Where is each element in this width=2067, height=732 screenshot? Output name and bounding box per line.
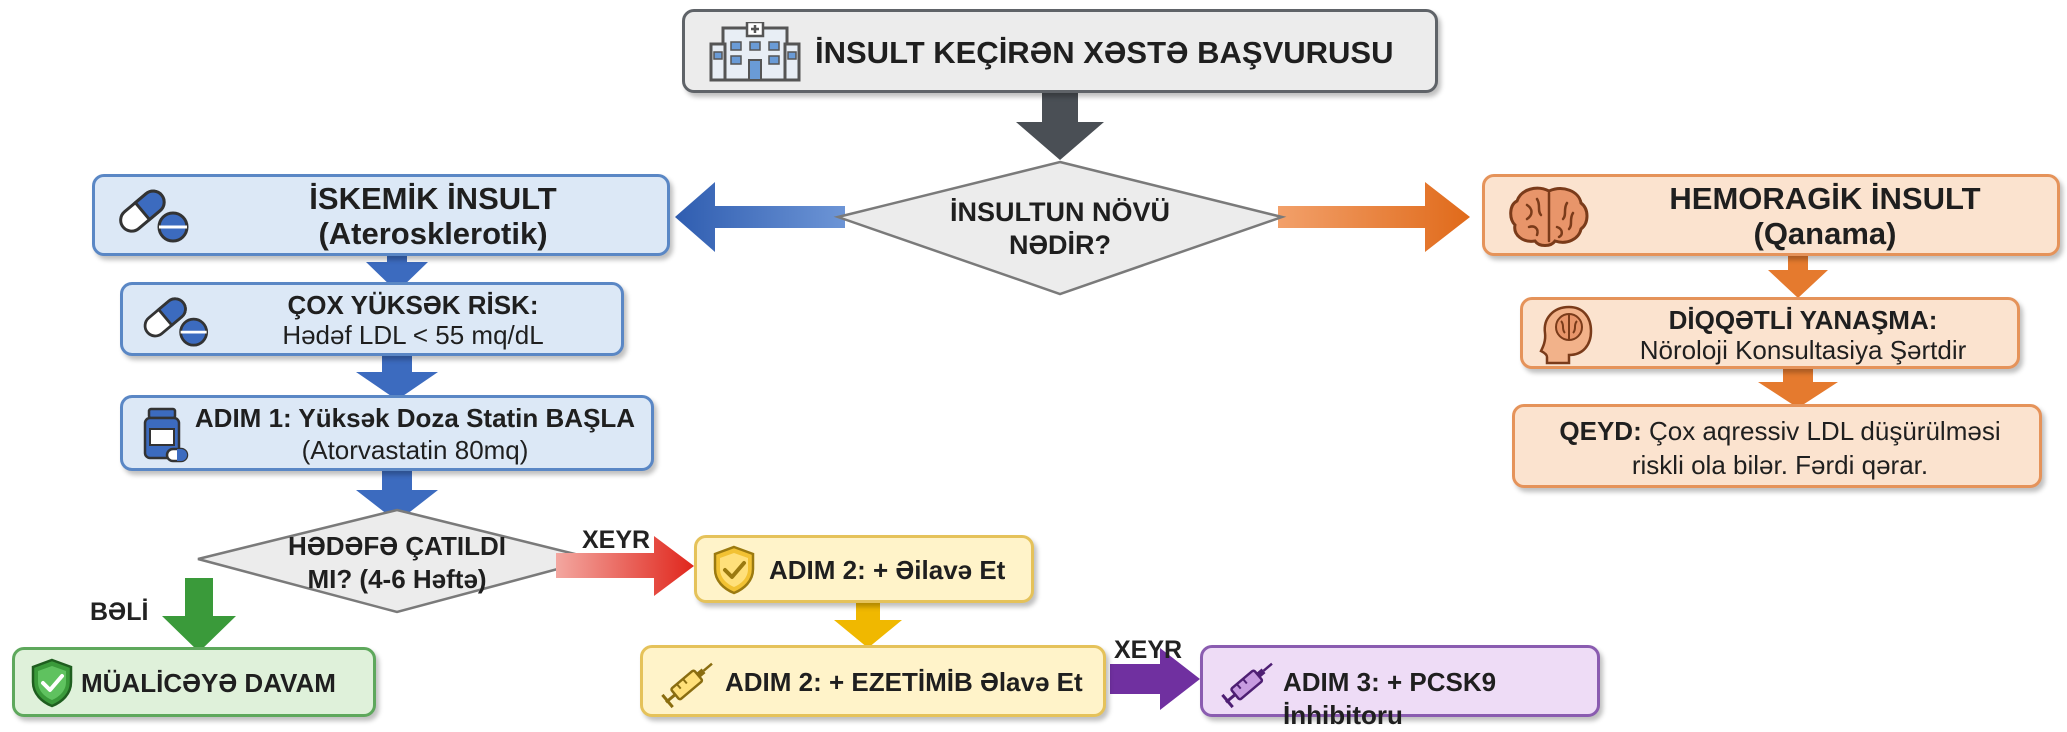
start-title: İNSULT KEÇİRƏN XƏSTƏ BAŞVURUSU — [815, 35, 1394, 70]
shield-check-icon — [713, 545, 755, 595]
arrow-ezetimibe-no — [1110, 648, 1200, 710]
step3-title: ADIM 3: + PCSK9 İnhibitoru — [1283, 667, 1497, 730]
arrow-ischemic-to-risk — [366, 242, 428, 292]
step3-box: ADIM 3: + PCSK9 İnhibitoru — [1200, 645, 1600, 730]
pills-icon — [119, 189, 189, 243]
label-no-1: XEYR — [582, 526, 651, 554]
decision-type-diamond — [833, 160, 1287, 296]
arrow-step1-to-goal — [356, 468, 438, 522]
risk-box: ÇOX YÜKSƏK RİSK: Hədəf LDL < 55 mq/dL — [120, 282, 624, 356]
step2-add-title: ADIM 2: + Əilavə Et — [769, 555, 1006, 585]
continue-title: MÜALİCƏYƏ DAVAM — [81, 668, 336, 698]
label-yes: BƏLİ — [90, 598, 149, 626]
note-line2: riskli ola bilər. Fərdi qərar. — [1631, 450, 1929, 480]
hemorrhagic-subtitle: (Qanama) — [1753, 216, 1897, 251]
careful-box: DİQQƏTLİ YANAŞMA: Nöroloji Konsultasiya … — [1520, 297, 2020, 369]
note-box: QEYD: Çox aqressiv LDL düşürülməsi riskl… — [1512, 404, 2042, 488]
step1-title: ADIM 1: Yüksək Doza Statin BAŞLA — [194, 403, 636, 433]
step2-ezetimibe-box: ADIM 2: + EZETİMİB Əlavə Et — [640, 645, 1106, 717]
arrow-goal-yes — [162, 578, 236, 652]
ischemic-box: İSKEMİK İNSULT (Aterosklerotik) — [92, 174, 670, 256]
step1-text: (Atorvastatin 80mq) — [301, 435, 529, 465]
hemorrhagic-title: HEMORAGİK İNSULT — [1669, 181, 1981, 216]
step2-add-box: ADIM 2: + Əilavə Et — [694, 535, 1034, 603]
decision-goal-line1: HƏDƏFƏ ÇATILDI — [288, 531, 506, 561]
syringe-icon — [1221, 662, 1273, 709]
decision-type-line1: İNSULTUN NÖVÜ — [950, 197, 1170, 227]
ischemic-title: İSKEMİK İNSULT — [309, 181, 557, 216]
arrow-step2-to-ezetimibe — [834, 602, 902, 648]
medicine-bottle-icon — [143, 407, 189, 463]
arrow-goal-no — [556, 536, 694, 596]
arrow-careful-to-note — [1758, 362, 1838, 408]
arrow-to-ischemic — [675, 182, 845, 252]
brain-icon — [1509, 186, 1589, 247]
decision-goal-line2: MI? (4-6 Həftə) — [307, 564, 487, 594]
head-brain-icon — [1539, 305, 1593, 365]
careful-title: DİQQƏTLİ YANAŞMA: — [1668, 305, 1938, 335]
decision-type-line2: NƏDİR? — [1008, 230, 1112, 260]
shield-check-icon — [31, 658, 73, 708]
note-text1: Çox aqressiv LDL düşürülməsi — [1648, 416, 2001, 446]
decision-type-text: İNSULTUN NÖVÜ NƏDİR? — [900, 196, 1220, 262]
continue-box: MÜALİCƏYƏ DAVAM — [12, 647, 376, 717]
hospital-icon — [709, 22, 801, 82]
label-no-2: XEYR — [1114, 636, 1183, 664]
decision-goal-diamond — [197, 508, 596, 614]
step1-box: ADIM 1: Yüksək Doza Statin BAŞLA (Atorva… — [120, 395, 654, 471]
arrow-hemorrhagic-to-careful — [1768, 254, 1828, 298]
arrow-to-hemorrhagic — [1278, 182, 1470, 252]
pills-icon — [143, 297, 209, 347]
careful-text: Nöroloji Konsultasiya Şərtdir — [1639, 335, 1967, 365]
syringe-icon — [661, 662, 713, 709]
start-box: İNSULT KEÇİRƏN XƏSTƏ BAŞVURUSU — [682, 9, 1438, 93]
note-line1: QEYD: Çox aqressiv LDL düşürülməsi — [1525, 415, 2035, 448]
decision-goal-text: HƏDƏFƏ ÇATILDI MI? (4-6 Həftə) — [262, 530, 532, 596]
arrow-risk-to-step1 — [356, 354, 438, 400]
ischemic-subtitle: (Aterosklerotik) — [318, 216, 548, 251]
arrow-start-to-decision — [1016, 88, 1104, 160]
step2-ezetimibe-title: ADIM 2: + EZETİMİB Əlavə Et — [725, 667, 1083, 697]
hemorrhagic-box: HEMORAGİK İNSULT (Qanama) — [1482, 174, 2060, 256]
note-label: QEYD: — [1559, 416, 1642, 446]
risk-title: ÇOX YÜKSƏK RİSK: — [287, 290, 539, 320]
risk-text: Hədəf LDL < 55 mq/dL — [282, 320, 544, 350]
